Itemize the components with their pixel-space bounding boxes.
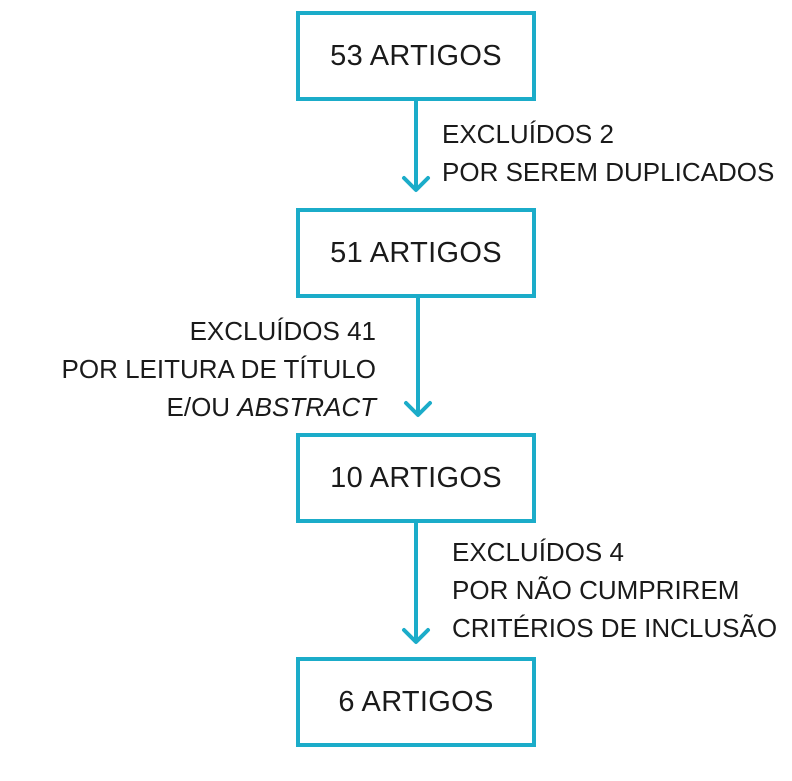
note-line: POR SEREM DUPLICADOS	[442, 157, 775, 187]
box-label: 51 ARTIGOS	[330, 236, 502, 269]
note-line: EXCLUÍDOS 41	[189, 316, 376, 346]
box-6-artigos: 6 ARTIGOS	[296, 657, 536, 747]
exclusion-note-duplicates: EXCLUÍDOS 2 POR SEREM DUPLICADOS	[442, 115, 774, 191]
note-line: E/OU ABSTRACT	[62, 388, 376, 426]
note-line: EXCLUÍDOS 2	[442, 119, 614, 149]
arrow-1-head	[402, 176, 430, 192]
box-label: 6 ARTIGOS	[338, 685, 494, 718]
box-51-artigos: 51 ARTIGOS	[296, 208, 536, 298]
note-line: POR NÃO CUMPRIREM	[452, 575, 740, 605]
exclusion-note-criteria: EXCLUÍDOS 4 POR NÃO CUMPRIREM CRITÉRIOS …	[452, 533, 777, 647]
box-label: 10 ARTIGOS	[330, 461, 502, 494]
note-line-italic: ABSTRACT	[237, 392, 376, 422]
box-53-artigos: 53 ARTIGOS	[296, 11, 536, 101]
box-label: 53 ARTIGOS	[330, 39, 502, 72]
arrow-3-head	[402, 628, 430, 644]
note-line: CRITÉRIOS DE INCLUSÃO	[452, 613, 778, 643]
exclusion-note-title-abstract: EXCLUÍDOS 41 POR LEITURA DE TÍTULO E/OU …	[62, 312, 376, 426]
note-line: POR LEITURA DE TÍTULO	[61, 354, 376, 384]
note-line-prefix: E/OU	[166, 392, 238, 422]
arrow-2-head	[404, 401, 432, 417]
note-line: EXCLUÍDOS 4	[452, 537, 624, 567]
box-10-artigos: 10 ARTIGOS	[296, 433, 536, 523]
